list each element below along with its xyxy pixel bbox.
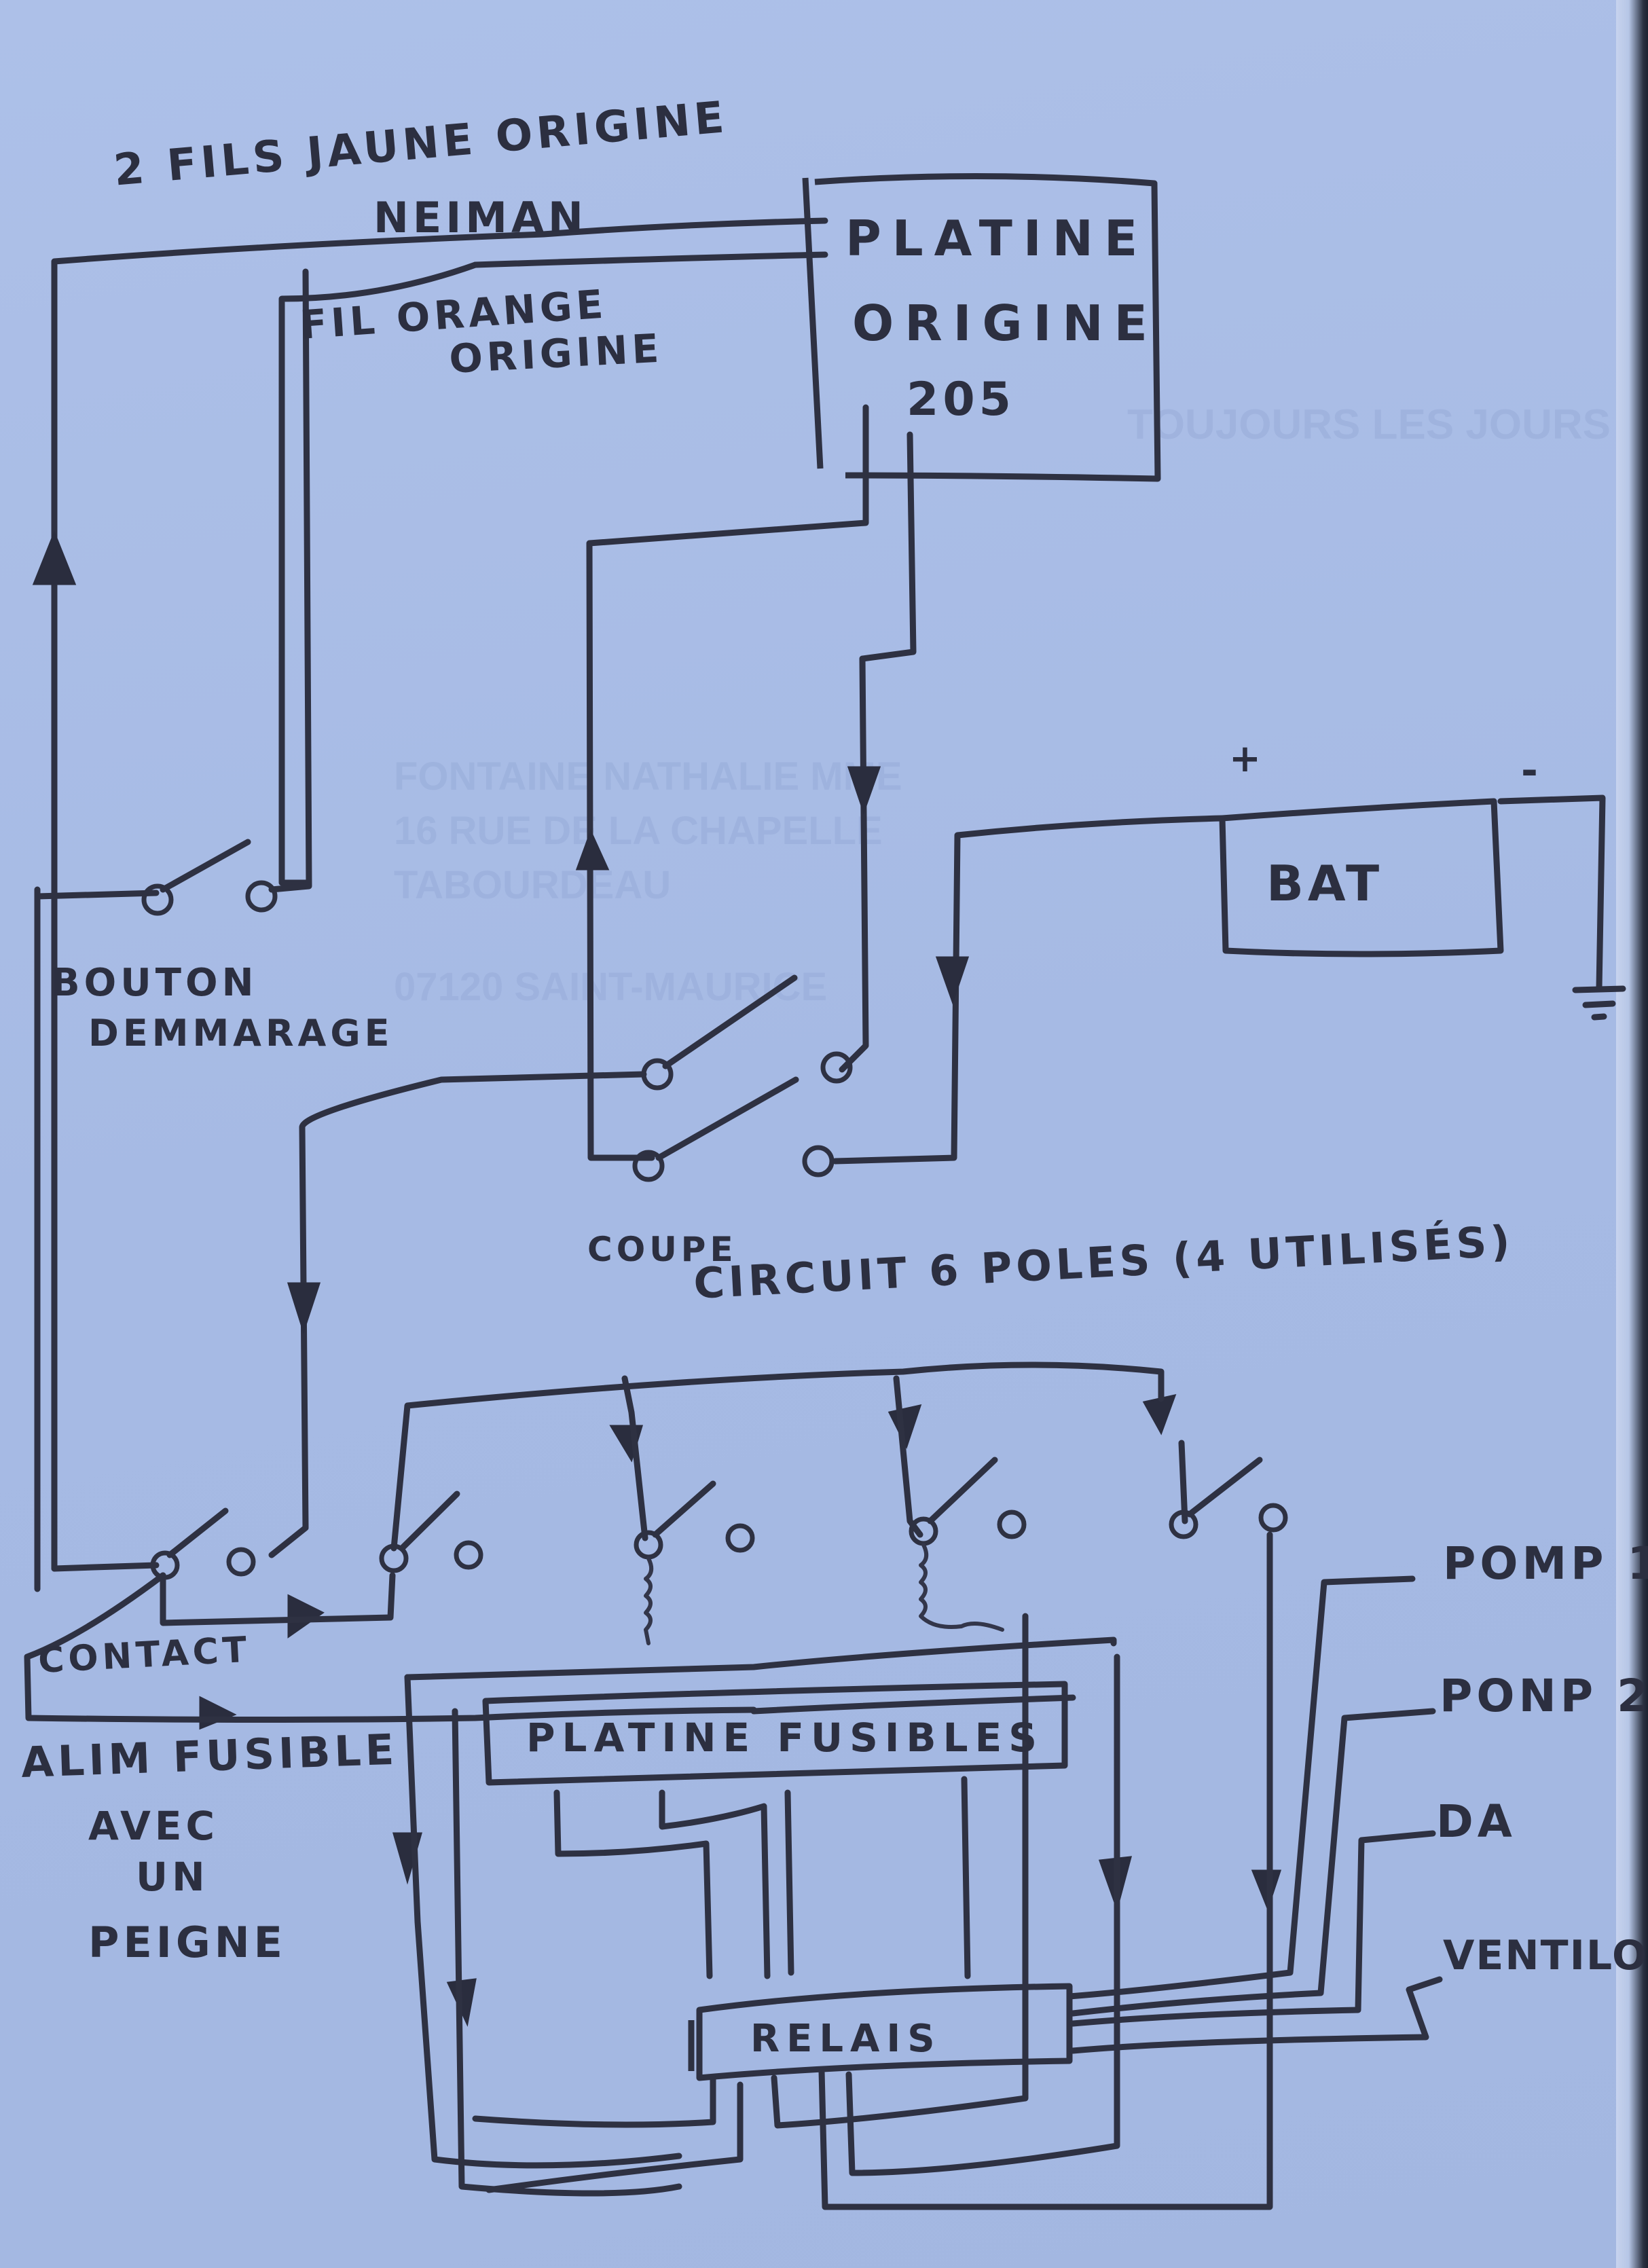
ground-bar-2 <box>1582 1000 1616 1008</box>
label-orange-wire-line2: ORIGINE <box>447 325 664 382</box>
fuse-board-box <box>404 1636 1117 2197</box>
relay-return-wires <box>472 1531 1273 2210</box>
output-label-pomp1: POMP 1 <box>1443 1537 1648 1590</box>
battery-label: BAT <box>1266 855 1384 912</box>
contact-feed-loop <box>24 1572 1076 1723</box>
label-orig-board-line3: 205 <box>907 373 1015 426</box>
output-wire-ponp2 <box>1069 1708 1436 2017</box>
start-button-switch <box>34 268 312 1592</box>
battery-plus-sign: + <box>1229 737 1265 781</box>
arrow-up-mid <box>575 829 610 871</box>
fuse-coil-2 <box>919 1543 1004 1632</box>
output-wire-pomp1 <box>1066 1575 1416 2000</box>
orange-wire <box>278 261 479 886</box>
label-start-button-line1: BOUTON <box>51 961 258 1005</box>
battery-minus-sign: - <box>1521 747 1542 794</box>
arrow-right-1 <box>287 1594 325 1639</box>
label-fuse-feed-line3: UN <box>136 1854 209 1900</box>
output-wire-ventilo <box>1069 1976 1443 2054</box>
label-fuse-board: PLATINE FUSIBLES <box>526 1715 1044 1761</box>
label-start-button-line2: DEMMARAGE <box>88 1012 394 1055</box>
label-neiman-wires-line2: NEIMAN <box>373 193 587 242</box>
arrow-right-2 <box>199 1696 237 1730</box>
arrow-down-2 <box>935 956 970 1005</box>
label-cutoff-line1: COUPE <box>587 1230 737 1269</box>
output-label-ponp2: PONP 2 <box>1440 1670 1648 1722</box>
output-wires <box>1066 1575 1443 2054</box>
platine-origine-box <box>802 172 1161 482</box>
label-fuse-feed-line1: ALIM FUSIBLE <box>20 1724 399 1787</box>
neiman-wires <box>51 217 828 1572</box>
paper-edge-shadow <box>1616 0 1648 2268</box>
cutoff-switch <box>268 974 853 1558</box>
arrow-up-left <box>32 530 77 585</box>
output-label-ventilo: VENTILO <box>1443 1932 1648 1979</box>
relay-box <box>688 1983 1073 2081</box>
arrow-down-1 <box>847 766 881 815</box>
show-through-text-3: TABOURDEAU <box>394 863 672 907</box>
label-contact: CONTACT <box>37 1629 252 1681</box>
label-fuse-feed-line2: AVEC <box>88 1803 219 1849</box>
show-through-text-1: FONTAINE NATHALIE MME <box>394 754 902 799</box>
label-orig-board-line2: ORIGINE <box>852 295 1158 352</box>
fuse-coil-1 <box>644 1556 654 1645</box>
contact-switch-bank <box>51 1361 1288 1645</box>
arrow-down-3 <box>287 1282 321 1334</box>
output-label-da: DA <box>1436 1795 1516 1848</box>
show-through-header: TOUJOURS LES JOURS <box>1127 401 1611 448</box>
label-fuse-feed-line4: PEIGNE <box>88 1918 287 1967</box>
ground-bar-1 <box>1572 985 1626 993</box>
platine-origine-leads <box>586 404 917 1161</box>
output-wire-da <box>1069 1830 1436 2027</box>
show-through-text-2: 16 RUE DE LA CHAPELLE <box>394 809 883 853</box>
fuse-to-relay-wires <box>553 1776 971 1979</box>
label-relays: RELAIS <box>750 2017 942 2061</box>
arrow-down-10 <box>1251 1869 1282 1912</box>
battery-box <box>832 794 1626 1165</box>
label-orig-board-line1: PLATINE <box>845 210 1149 267</box>
